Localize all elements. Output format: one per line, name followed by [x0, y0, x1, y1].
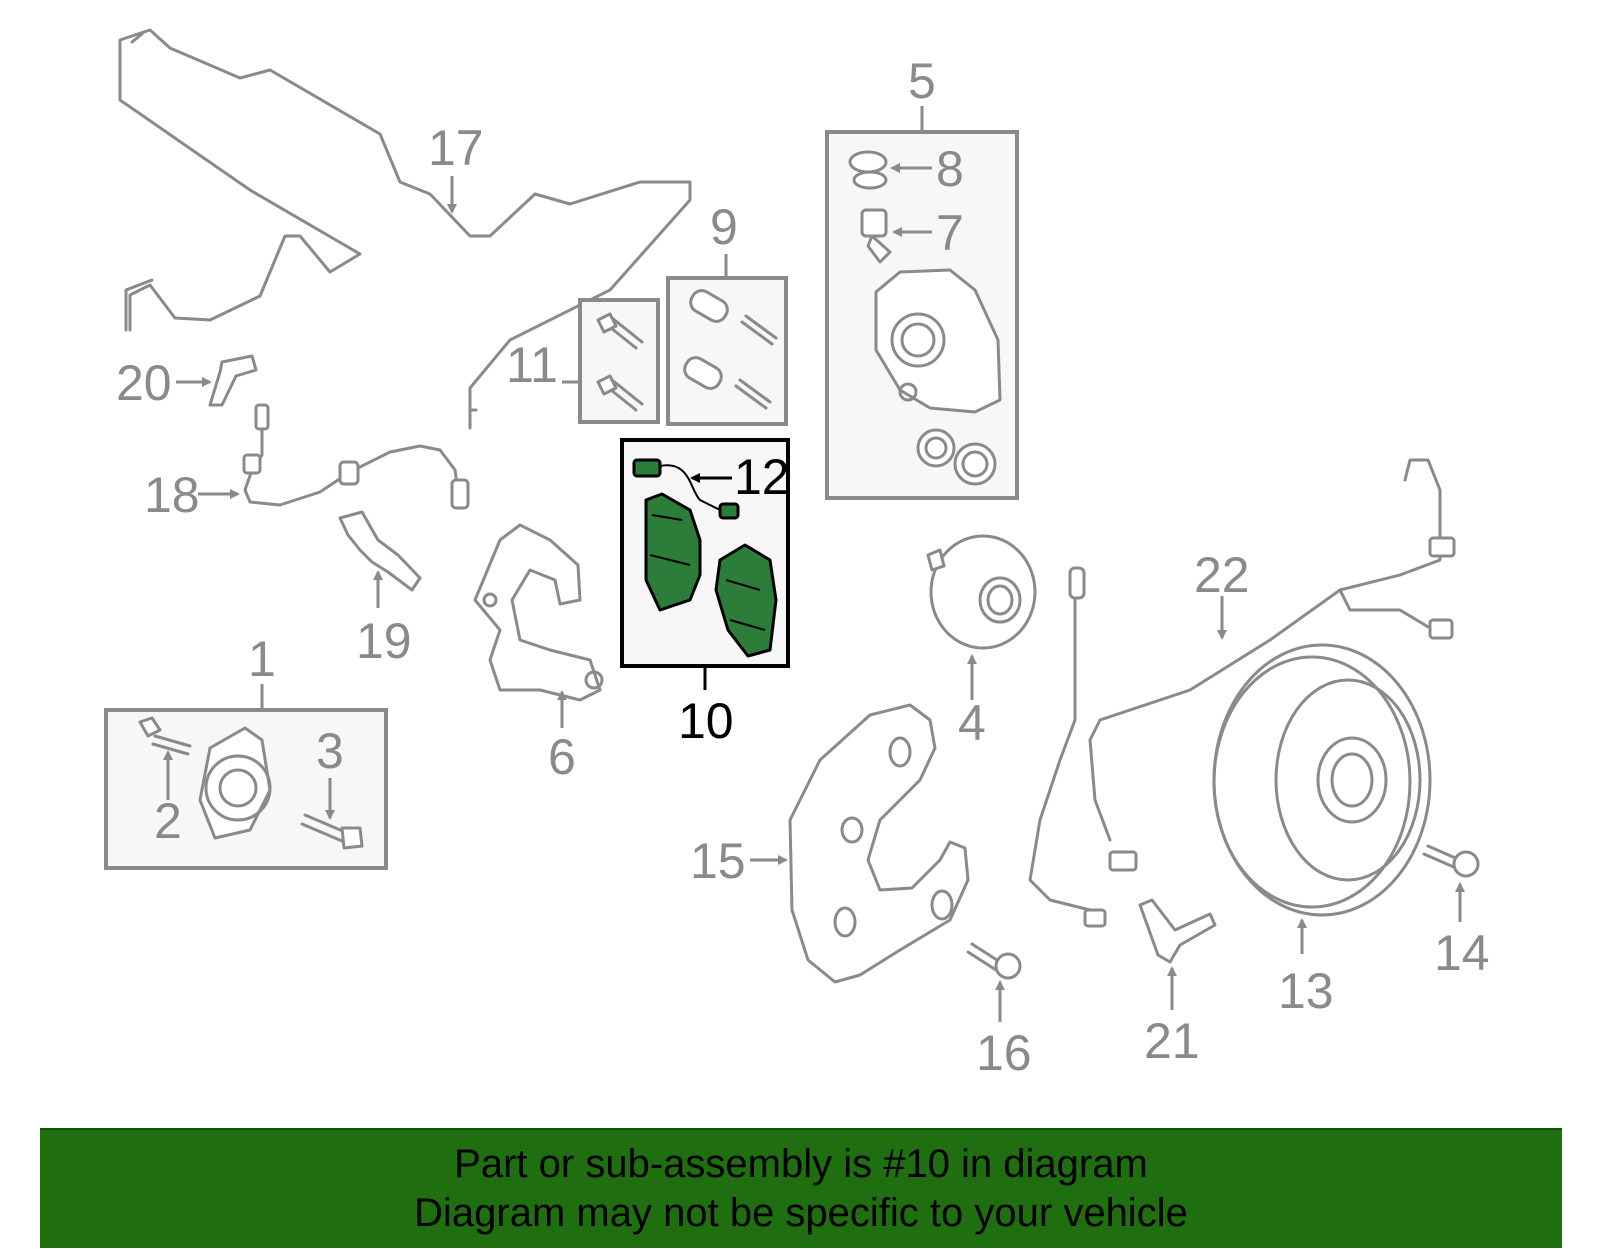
bracket-20[interactable]	[208, 354, 258, 407]
callout-4: 4	[958, 695, 986, 751]
callout-13: 13	[1278, 963, 1334, 1019]
callout-labels: 17 20 18 19 11 9 12 10 5 8 7 1 2 3 6 4 2…	[116, 53, 1490, 1081]
callout-10: 10	[678, 693, 734, 749]
brake-hose-18[interactable]	[242, 403, 470, 510]
caliper-assembly-5[interactable]	[825, 130, 1019, 500]
wear-sensor-12[interactable]	[632, 458, 740, 520]
caliper-bracket-6[interactable]	[473, 523, 604, 702]
callout-22: 22	[1194, 547, 1250, 603]
callout-6: 6	[548, 729, 576, 785]
abs-sensor-21[interactable]	[1138, 898, 1217, 964]
brake-pad-set-10[interactable]	[620, 438, 790, 668]
callout-11: 11	[506, 337, 558, 393]
brake-line-17[interactable]	[118, 28, 692, 430]
callout-8: 8	[936, 141, 964, 197]
callout-17: 17	[428, 120, 484, 176]
guide-pin-kit-9[interactable]	[666, 276, 788, 426]
callout-7: 7	[936, 205, 964, 261]
banner-line-1: Part or sub-assembly is #10 in diagram	[454, 1142, 1148, 1186]
callout-9: 9	[710, 199, 738, 255]
banner-line-2: Diagram may not be specific to your vehi…	[414, 1191, 1188, 1235]
callout-12: 12	[734, 449, 790, 505]
bolt-16[interactable]	[966, 942, 1022, 980]
notice-banner: Part or sub-assembly is #10 in diagram D…	[40, 1128, 1562, 1248]
callout-19: 19	[356, 613, 412, 669]
splash-shield-15[interactable]	[788, 703, 970, 984]
leader-lines	[163, 106, 1465, 1022]
callout-16: 16	[976, 1025, 1032, 1081]
brake-rotor-13[interactable]	[1212, 643, 1432, 917]
brake-parts-diagram: 17 20 18 19 11 9 12 10 5 8 7 1 2 3 6 4 2…	[104, 28, 1490, 1081]
callout-18: 18	[144, 467, 200, 523]
wheel-hub-4[interactable]	[926, 534, 1037, 650]
callout-21: 21	[1144, 1013, 1200, 1069]
callout-2: 2	[154, 793, 182, 849]
callout-1: 1	[248, 631, 276, 687]
wheel-bolt-14[interactable]	[1422, 844, 1480, 878]
hose-bracket-19[interactable]	[338, 510, 422, 592]
hub-assembly-1[interactable]	[104, 708, 388, 870]
callout-3: 3	[316, 723, 344, 779]
callout-14: 14	[1434, 925, 1490, 981]
wiring-harness-22[interactable]	[1028, 458, 1456, 928]
callout-20: 20	[116, 355, 172, 411]
callout-15: 15	[690, 833, 746, 889]
callout-5: 5	[908, 53, 936, 109]
bolt-kit-11[interactable]	[578, 298, 660, 424]
